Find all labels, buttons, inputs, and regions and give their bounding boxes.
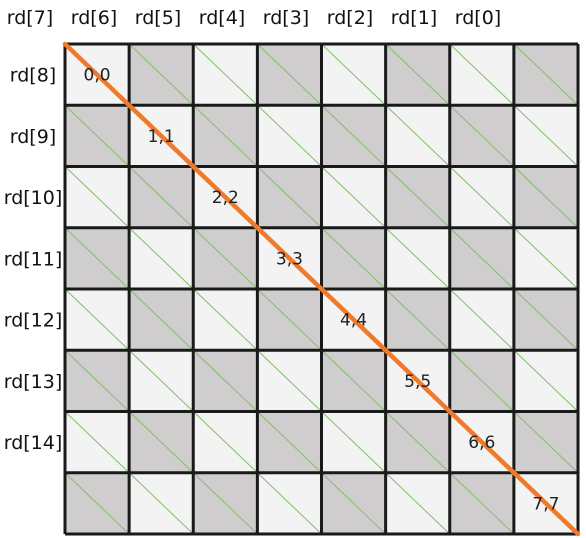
cell-diagonal [64, 104, 130, 167]
row-label: rd[12] [4, 310, 63, 332]
cell-diagonal [385, 166, 451, 229]
cell-diagonal [385, 411, 451, 474]
diagonal-cell-label: 7,7 [532, 494, 559, 514]
cell-diagonal [385, 472, 451, 535]
cell-diagonal [513, 43, 579, 106]
cell-diagonal [513, 411, 579, 474]
column-label: rd[6] [71, 7, 117, 29]
column-label: rd[1] [391, 7, 437, 29]
column-label: rd[7] [7, 7, 53, 29]
column-label: rd[0] [455, 7, 501, 29]
cell-diagonal [449, 288, 515, 351]
cell-diagonal [449, 43, 515, 106]
row-label: rd[14] [4, 432, 63, 454]
cell-diagonal [64, 349, 130, 412]
cell-diagonal [257, 472, 322, 535]
cell-diagonal [321, 472, 386, 535]
cell-diagonal [128, 411, 194, 474]
cell-diagonal [128, 43, 194, 106]
cell-diagonal [513, 104, 579, 167]
cell-diagonal [192, 104, 258, 167]
cell-diagonal [513, 166, 579, 229]
cell-diagonal [64, 288, 130, 351]
cell-diagonal [449, 104, 515, 167]
cell-diagonal [192, 349, 258, 412]
column-label: rd[5] [135, 7, 181, 29]
cell-diagonal [321, 411, 386, 474]
cell-diagonal [128, 349, 194, 412]
cell-diagonal [128, 288, 194, 351]
cell-diagonal [257, 166, 322, 229]
cell-diagonal [128, 227, 194, 290]
diagonal-cell-label: 1,1 [148, 127, 175, 147]
row-label: rd[8] [10, 65, 56, 87]
row-labels: rd[8] rd[9] rd[10] rd[11] rd[12] rd[13] rd[14] [4, 65, 63, 455]
diagonal-cell-label: 6,6 [468, 433, 495, 453]
cell-diagonal [192, 472, 258, 535]
row-label: rd[9] [10, 126, 56, 148]
row-label: rd[10] [4, 187, 63, 209]
cell-diagonal [385, 104, 451, 167]
cell-diagonal [449, 227, 515, 290]
cell-diagonal [513, 349, 579, 412]
cell-diagonal [128, 166, 194, 229]
main-diagonal-line [62, 41, 581, 537]
cell-diagonal [192, 227, 258, 290]
cell-diagonal [513, 288, 579, 351]
diagonal-cell-label: 0,0 [84, 66, 111, 86]
diagonal-cell-labels: 0,0 1,1 2,2 3,3 4,4 5,5 6,6 7,7 [84, 66, 560, 515]
cell-diagonal [449, 166, 515, 229]
column-label: rd[3] [263, 7, 309, 29]
diagonal-cell-label: 3,3 [276, 249, 303, 269]
cell-diagonal [257, 411, 322, 474]
cell-diagonal [321, 227, 386, 290]
cell-diagonal [257, 104, 322, 167]
cell-diagonal [449, 349, 515, 412]
cell-diagonal [128, 472, 194, 535]
column-label: rd[2] [327, 7, 373, 29]
cell-diagonal [64, 411, 130, 474]
cell-diagonal [257, 349, 322, 412]
diagonal-cell-label: 4,4 [340, 311, 367, 331]
row-label: rd[13] [4, 371, 63, 393]
cell-diagonal [64, 166, 130, 229]
column-label: rd[4] [199, 7, 245, 29]
cell-diagonal [321, 166, 386, 229]
cell-diagonal [385, 288, 451, 351]
cell-diagonal [449, 472, 515, 535]
cell-diagonal [385, 43, 451, 106]
diagonal-cell-label: 5,5 [404, 372, 431, 392]
cell-diagonal-lines [64, 43, 579, 535]
cell-diagonal [192, 288, 258, 351]
cell-diagonal [321, 349, 386, 412]
cell-diagonal [64, 227, 130, 290]
cell-diagonal [257, 43, 322, 106]
cell-diagonal [385, 227, 451, 290]
cell-diagonal [192, 43, 258, 106]
column-labels: rd[7] rd[6] rd[5] rd[4] rd[3] rd[2] rd[1] rd[0] [7, 7, 501, 29]
cell-diagonal [257, 288, 322, 351]
grid-lines [63, 42, 580, 536]
cell-diagonal [192, 411, 258, 474]
diagonal-cell-label: 2,2 [212, 188, 239, 208]
cell-diagonal [64, 472, 130, 535]
cell-diagonal [513, 227, 579, 290]
cell-diagonal [321, 43, 386, 106]
cell-diagonal [321, 104, 386, 167]
row-label: rd[11] [4, 248, 63, 270]
